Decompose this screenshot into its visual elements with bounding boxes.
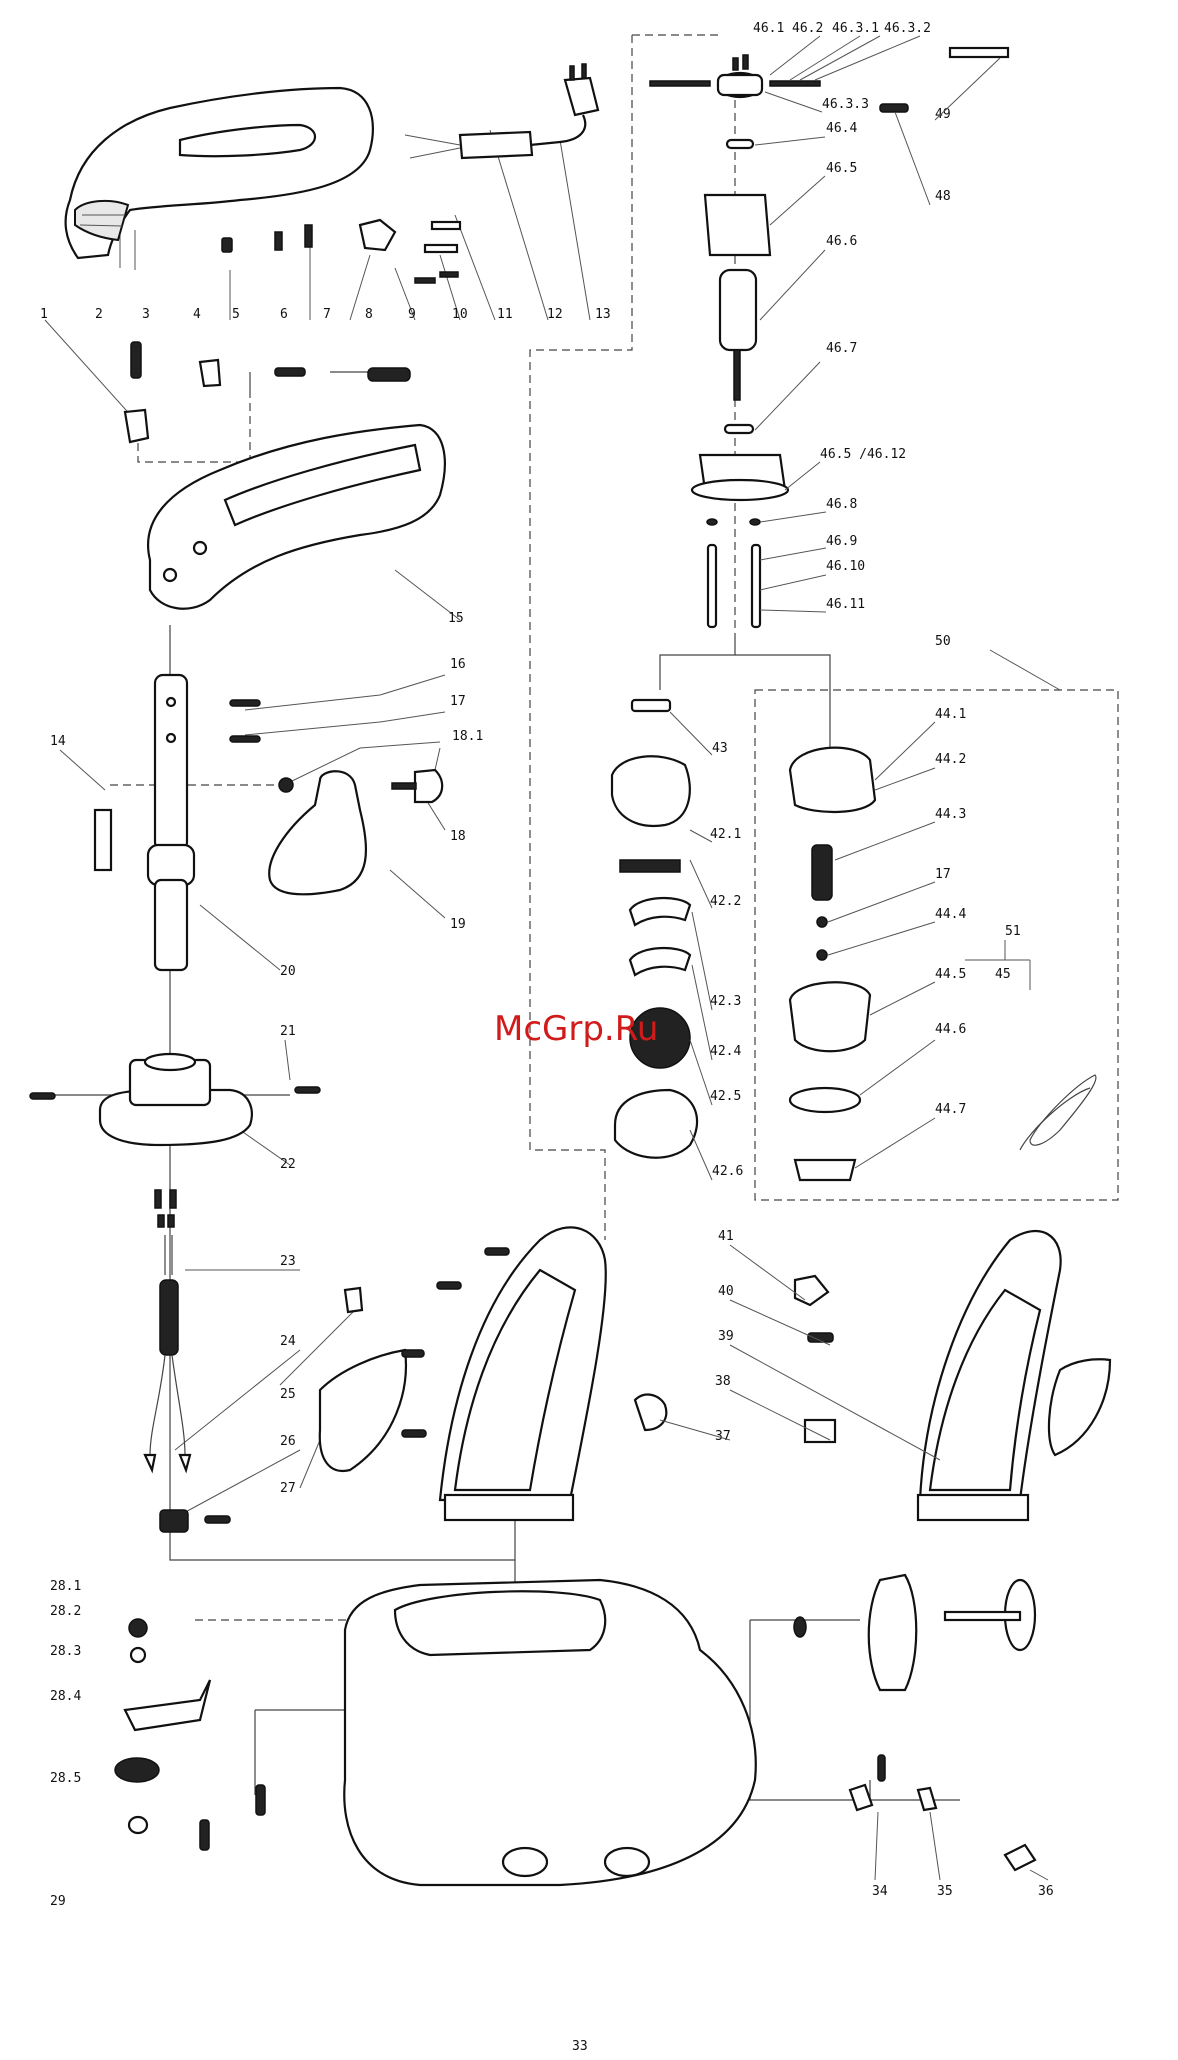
callout-label: 18.1 [452,729,483,744]
spool-right-part [788,746,1097,1182]
watermark-text: McGrp.Ru [494,1009,658,1049]
callout-label: 44.5 [935,967,966,982]
callout-label: 44.6 [935,1022,966,1037]
callout-label: 42.2 [710,894,741,909]
callout-label: 12 [547,307,563,322]
wheel-part [793,1573,1049,1881]
callout-label: 11 [497,307,513,322]
callout-label: 44.4 [935,907,966,922]
bracket-part [114,1618,266,1851]
callout-label: 46.7 [826,341,857,356]
callout-label: 42.1 [710,827,741,842]
callout-label: 44.2 [935,752,966,767]
callout-label: 29 [50,1894,66,1909]
callout-label: 34 [872,1884,888,1899]
callout-label: 23 [280,1254,296,1269]
callout-label: 46.10 [826,559,865,574]
callout-label: 3 [142,307,150,322]
upper-handle-part [64,86,374,260]
callout-label: 48 [935,189,951,204]
callout-label: 17 [450,694,466,709]
callout-label: 46.5 /46.12 [820,447,906,462]
callout-label: 24 [280,1334,296,1349]
small-parts-row-1 [123,218,462,444]
callout-label: 43 [712,741,728,756]
callout-labels: 1 2 3 4 5 6 7 8 9 10 11 12 13 14 15 16 1… [40,21,1054,2054]
callout-label: 44.1 [935,707,966,722]
callout-label: 46.4 [826,121,857,136]
shaft-part [93,673,444,972]
callout-label: 46.2 [792,21,823,36]
callout-label: 28.1 [50,1579,81,1594]
motor-cover-part [438,1226,1112,1522]
callout-label: 1 [40,307,48,322]
callout-label: 42.6 [712,1164,743,1179]
right-leaders [659,35,1061,1461]
callout-label: 51 [1005,924,1021,939]
callout-label: 22 [280,1157,296,1172]
callout-label: 17 [935,867,951,882]
callout-label: 38 [715,1374,731,1389]
gearbox-housing-part [29,1052,321,1147]
power-cord-part [404,63,600,160]
motor-assembly-part [649,46,1010,629]
callout-label: 46.3.3 [822,97,869,112]
lower-handle-part [147,423,446,610]
wiring-part [143,1189,510,1533]
callout-label: 6 [280,307,288,322]
callout-label: 46.3.2 [884,21,931,36]
callout-label: 44.7 [935,1102,966,1117]
callout-label: 28.3 [50,1644,81,1659]
callout-label: 50 [935,634,951,649]
callout-label: 46.3.1 [832,21,879,36]
callout-label: 28.2 [50,1604,81,1619]
callout-label: 41 [718,1229,734,1244]
callout-label: 46.9 [826,534,857,549]
callout-label: 46.11 [826,597,865,612]
callout-label: 27 [280,1481,296,1496]
spool-left-part [610,698,699,1159]
callout-label: 33 [572,2039,588,2054]
callout-label: 14 [50,734,66,749]
callout-label: 9 [408,307,416,322]
callout-label: 46.8 [826,497,857,512]
callout-label: 35 [937,1884,953,1899]
callout-label: 5 [232,307,240,322]
callout-label: 39 [718,1329,734,1344]
assembly-lines [44,34,1119,1801]
callout-label: 13 [595,307,611,322]
callout-label: 28.5 [50,1771,81,1786]
callout-label: 16 [450,657,466,672]
callout-label: 44.3 [935,807,966,822]
base-housing-part [343,1578,757,1887]
callout-label: 36 [1038,1884,1054,1899]
callout-label: 46.6 [826,234,857,249]
callout-label: 45 [995,967,1011,982]
callout-label: 15 [448,611,464,626]
callout-label: 46.1 [753,21,784,36]
callout-label: 46.5 [826,161,857,176]
callout-label: 49 [935,107,951,122]
callout-label: 18 [450,829,466,844]
callout-label: 26 [280,1434,296,1449]
callout-label: 37 [715,1429,731,1444]
callout-label: 42.3 [710,994,741,1009]
callout-label: 2 [95,307,103,322]
callout-label: 21 [280,1024,296,1039]
callout-label: 10 [452,307,468,322]
callout-label: 4 [193,307,201,322]
callout-label: 42.4 [710,1044,741,1059]
callout-label: 42.5 [710,1089,741,1104]
callout-label: 8 [365,307,373,322]
callout-label: 20 [280,964,296,979]
callout-label: 28.4 [50,1689,81,1704]
callout-label: 19 [450,917,466,932]
callout-label: 25 [280,1387,296,1402]
callout-label: 40 [718,1284,734,1299]
callout-label: 7 [323,307,331,322]
